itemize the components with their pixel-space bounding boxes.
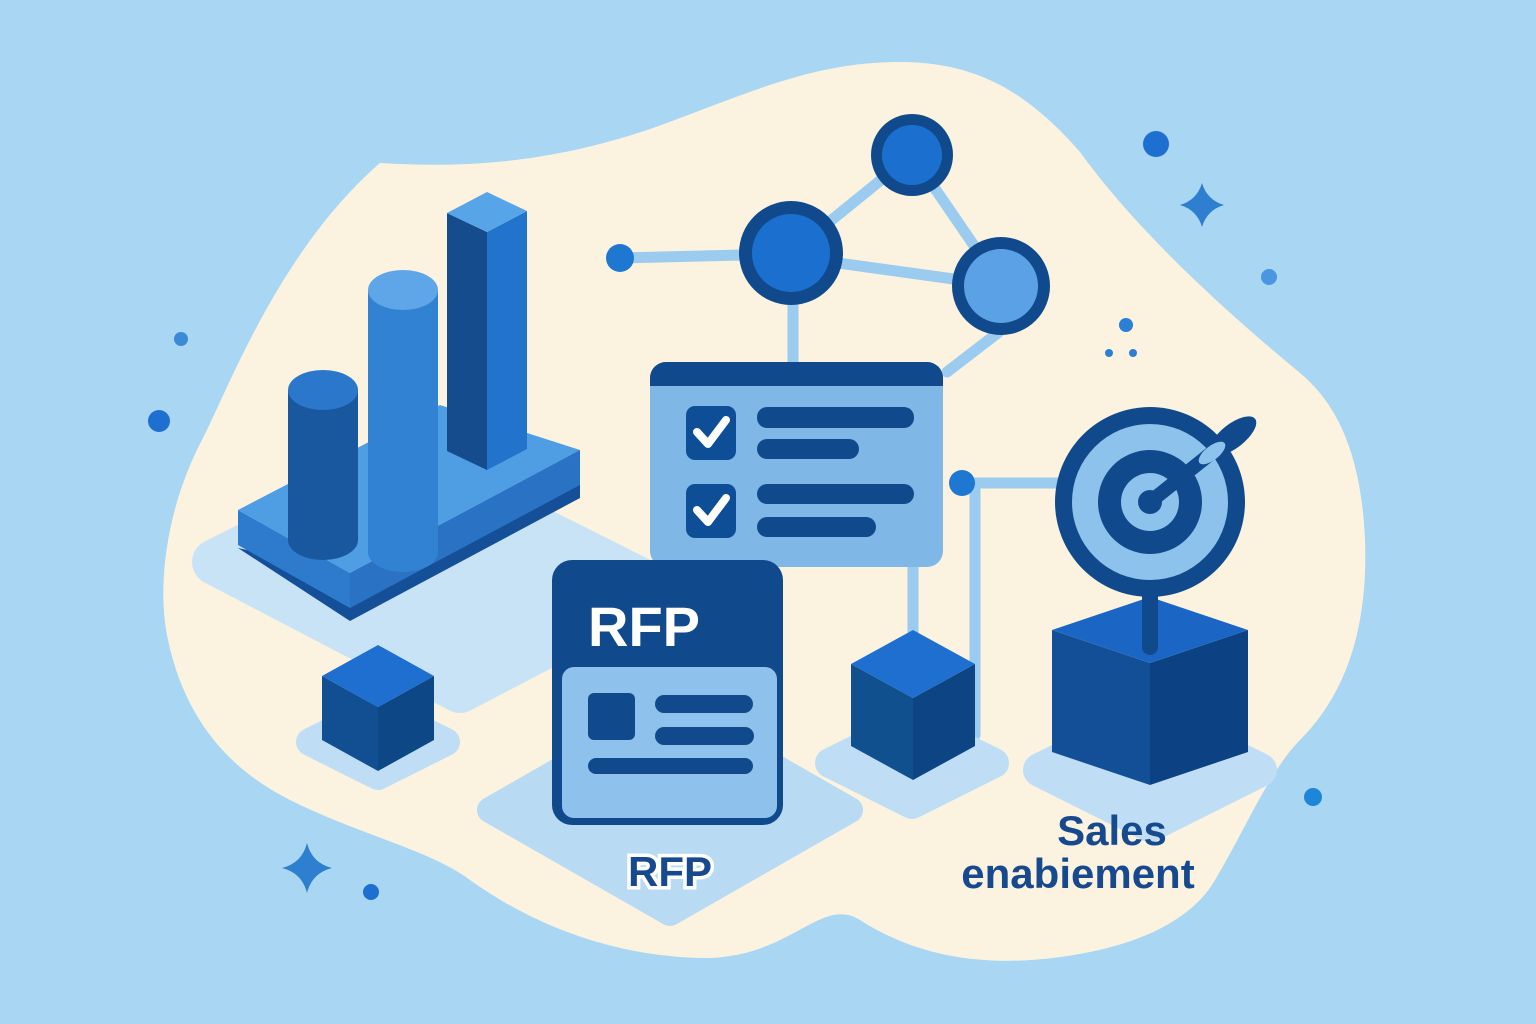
decor-accents xyxy=(148,131,1322,900)
caption-line-1: Sales xyxy=(1057,807,1167,854)
cube-face-left xyxy=(851,664,913,780)
caption-line-2: enabiement xyxy=(961,850,1194,897)
dot-accent xyxy=(148,410,170,432)
cube-face-right xyxy=(913,664,975,780)
dot-accent xyxy=(1304,788,1322,806)
small-cube-icon xyxy=(296,645,460,790)
bar-prism-front xyxy=(447,213,487,470)
dot-accent xyxy=(1143,131,1169,157)
cube-face-top xyxy=(322,645,434,707)
dot-accent xyxy=(1261,269,1277,285)
pedestal-face-left xyxy=(1052,630,1150,785)
network-nodes-icon xyxy=(606,114,1050,378)
checkmark-icon xyxy=(693,416,730,448)
dot-accent xyxy=(1105,349,1113,357)
card-text-bar xyxy=(757,439,859,459)
rfp-document-icon: RFP RFP xyxy=(477,560,863,926)
card-text-bar xyxy=(757,407,914,428)
cube-face-left xyxy=(322,676,378,771)
sparkle-icon xyxy=(1180,183,1224,227)
caption: Sales enabiement xyxy=(961,807,1194,897)
dot-accent xyxy=(1119,318,1133,332)
card-text-bar xyxy=(757,484,914,504)
target-dart-icon xyxy=(1023,407,1277,842)
document-text-bar xyxy=(588,758,753,774)
dot-accent xyxy=(363,884,379,900)
network-node-right xyxy=(964,249,1038,323)
bar-cylinder-short xyxy=(288,390,358,560)
cube-face-top xyxy=(851,630,975,698)
checkmark-icon xyxy=(693,494,730,526)
middle-cube-icon xyxy=(815,630,1009,819)
dot-accent xyxy=(1129,349,1137,357)
dot-accent xyxy=(174,332,188,346)
document-caption: RFP xyxy=(628,848,712,895)
document-text-bar xyxy=(655,695,753,713)
card-header xyxy=(650,362,943,386)
bar-cylinder-medium-top xyxy=(368,270,438,310)
cube-face-right xyxy=(378,676,434,771)
platform-side-left xyxy=(238,510,350,608)
sparkle-icon xyxy=(282,843,332,893)
dart-fletching-inner xyxy=(1198,441,1226,465)
document-text-bar xyxy=(655,727,754,745)
bar-cylinder-short-top xyxy=(288,370,358,410)
bar-prism-side xyxy=(487,211,527,470)
network-node-top xyxy=(882,125,942,185)
bar-prism-top xyxy=(447,192,527,232)
pedestal-face-right xyxy=(1150,630,1248,785)
connector-dot xyxy=(949,470,975,496)
network-node-left xyxy=(752,214,830,292)
bar-cylinder-medium xyxy=(368,290,438,572)
document-thumbnail xyxy=(588,693,635,740)
network-dot xyxy=(606,244,634,272)
document-title: RFP xyxy=(588,595,700,658)
card-text-bar xyxy=(757,517,876,537)
checklist-card-icon xyxy=(650,362,943,567)
